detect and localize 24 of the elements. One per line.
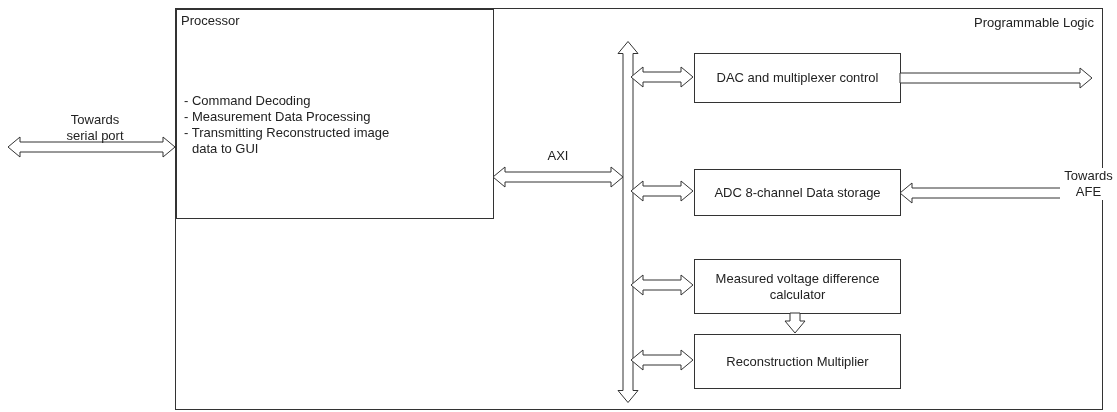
edge-label: Towards serial port — [65, 112, 125, 144]
region-title: Programmable Logic — [974, 14, 1094, 32]
bullet-item: - Command Decoding — [184, 92, 312, 109]
block-arrow — [7, 136, 176, 158]
block-arrow — [492, 166, 624, 188]
block-arrow — [899, 67, 1093, 89]
block-arrow — [630, 274, 694, 296]
block-arrow — [630, 66, 694, 88]
bullet-item: - Transmitting Reconstructed image data to GUI — [184, 124, 391, 157]
edge-label: AXI — [546, 148, 570, 164]
block-arrow — [784, 312, 806, 334]
block-arrow — [630, 349, 694, 371]
block-arrow — [630, 180, 694, 202]
process-box — [694, 53, 901, 103]
box-label: Reconstruction Multiplier — [726, 353, 869, 370]
box-title: Processor — [181, 12, 241, 30]
box-label: ADC 8-channel Data storage — [714, 184, 881, 201]
box-label: DAC and multiplexer control — [716, 70, 879, 86]
box-label: Measured voltage difference calculator — [714, 270, 881, 303]
bullet-item: - Measurement Data Processing — [184, 108, 372, 125]
process-box — [694, 334, 901, 389]
process-box — [694, 259, 901, 314]
processor-box — [176, 9, 494, 219]
process-box — [694, 169, 901, 216]
